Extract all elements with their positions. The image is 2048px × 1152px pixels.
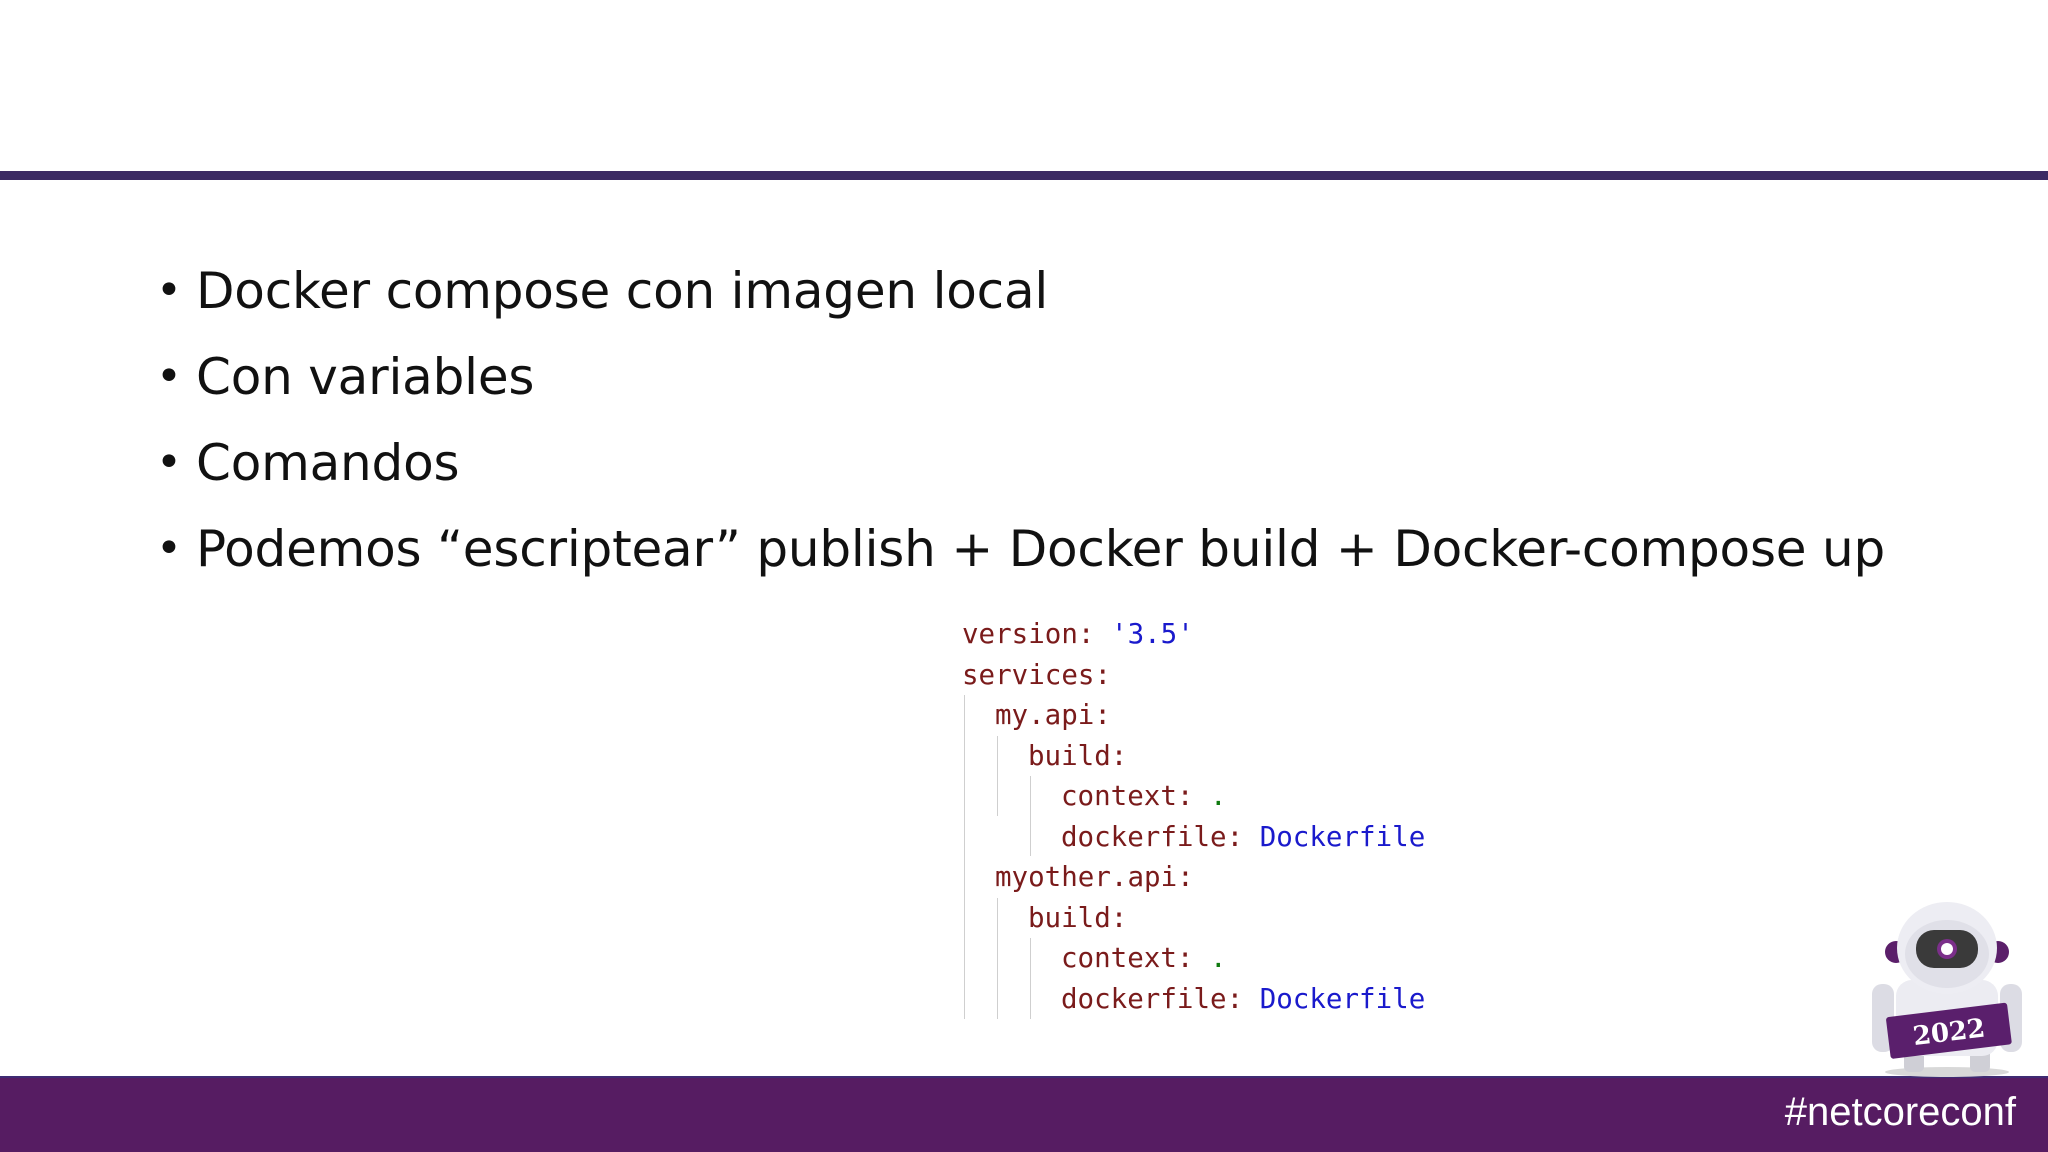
- indent-guide: [964, 695, 965, 1019]
- code-line: myother.api:: [962, 857, 1425, 898]
- code-key: build:: [1028, 739, 1128, 772]
- bullet-icon: •: [156, 351, 182, 402]
- code-line: context: .: [962, 776, 1425, 817]
- code-line: version: '3.5': [962, 614, 1425, 655]
- code-snippet: version: '3.5' services: my.api: build: …: [962, 614, 1425, 1019]
- code-key: context:: [1061, 942, 1194, 974]
- code-line: context: .: [962, 938, 1425, 979]
- footer-bar: [0, 1076, 2048, 1152]
- bullet-item: • Docker compose con imagen local: [156, 248, 1885, 334]
- bullet-icon: •: [156, 437, 182, 488]
- code-line: my.api:: [962, 695, 1425, 736]
- bullet-text: Con variables: [196, 348, 535, 406]
- conference-hashtag: #netcoreconf: [1784, 1090, 2016, 1134]
- code-value: .: [1210, 780, 1227, 812]
- bullet-text: Comandos: [196, 434, 460, 492]
- indent-guide: [997, 898, 998, 1019]
- code-key: my.api:: [995, 699, 1111, 731]
- bullet-item: • Podemos “escriptear” publish + Docker …: [156, 506, 1885, 592]
- code-key: context:: [1061, 780, 1194, 812]
- code-line: build:: [962, 898, 1425, 939]
- code-value: Dockerfile: [1259, 820, 1426, 853]
- robot-mascot-icon: 2022: [1872, 902, 2022, 1077]
- bullet-icon: •: [156, 523, 182, 574]
- code-string: '3.5': [1111, 618, 1194, 650]
- code-key: build:: [1028, 901, 1128, 934]
- bullet-icon: •: [156, 265, 182, 316]
- code-line: services:: [962, 655, 1425, 696]
- code-line: build:: [962, 736, 1425, 777]
- code-value: Dockerfile: [1259, 982, 1426, 1015]
- bullet-item: • Comandos: [156, 420, 1885, 506]
- code-key: version:: [962, 618, 1095, 650]
- bullet-text: Docker compose con imagen local: [196, 262, 1049, 320]
- code-value: .: [1210, 942, 1227, 974]
- bullet-item: • Con variables: [156, 334, 1885, 420]
- code-key: dockerfile:: [1061, 820, 1244, 853]
- code-line: dockerfile: Dockerfile: [962, 817, 1425, 858]
- code-line: dockerfile: Dockerfile: [962, 979, 1425, 1020]
- code-key: myother.api:: [995, 861, 1194, 893]
- indent-guide: [1030, 776, 1031, 856]
- code-key: services:: [962, 658, 1112, 691]
- code-key: dockerfile:: [1061, 982, 1244, 1015]
- bullet-text: Podemos “escriptear” publish + Docker bu…: [196, 520, 1886, 578]
- header-divider: [0, 171, 2048, 180]
- indent-guide: [1030, 938, 1031, 1019]
- indent-guide: [997, 736, 998, 816]
- bullet-list: • Docker compose con imagen local • Con …: [156, 248, 1885, 592]
